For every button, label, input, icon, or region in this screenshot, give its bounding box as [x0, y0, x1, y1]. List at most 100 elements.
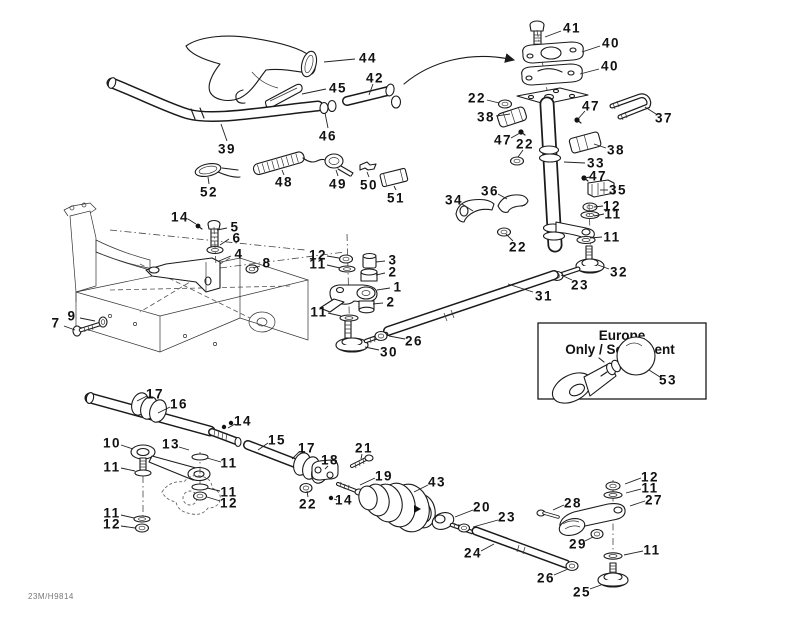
- handlebar-assembly-art: [106, 35, 409, 188]
- tie-rod-assembly-art: [84, 392, 629, 588]
- part-label-12: 12: [309, 248, 327, 263]
- leader-line-47: [584, 176, 591, 179]
- part-label-43: 43: [428, 475, 446, 490]
- part-label-14: 14: [335, 493, 353, 508]
- leader-line-4: [218, 255, 232, 262]
- part-label-40: 40: [601, 59, 619, 74]
- leader-line-27: [629, 500, 646, 507]
- part-label-34: 34: [445, 193, 463, 208]
- leader-line-26: [553, 568, 569, 576]
- part-label-11: 11: [103, 506, 120, 521]
- leader-line-23: [560, 274, 573, 281]
- leader-line-22: [486, 99, 500, 104]
- leader-line-8: [252, 265, 261, 269]
- leader-line-14: [333, 498, 338, 501]
- leader-line-33: [563, 161, 586, 164]
- leader-line-11: [120, 514, 135, 519]
- part-label-39: 39: [218, 142, 236, 157]
- europe-only-box: Europe Only / Seulement: [537, 322, 707, 404]
- leader-line-42: [368, 83, 374, 96]
- part-label-12: 12: [220, 496, 238, 511]
- leader-line-41: [544, 30, 562, 38]
- leader-line-44: [323, 58, 356, 63]
- leader-line-23: [472, 519, 499, 528]
- leader-line-24: [480, 543, 495, 552]
- leader-line-20: [454, 509, 474, 518]
- frame-art: [63, 202, 346, 353]
- part-label-51: 51: [387, 191, 405, 206]
- leader-line-32: [597, 264, 610, 270]
- leader-line-25: [589, 584, 602, 590]
- leader-line-18: [324, 465, 329, 470]
- leader-line-19: [359, 477, 376, 486]
- part-label-27: 27: [645, 493, 663, 508]
- leader-line-3: [375, 260, 386, 263]
- leader-line-46: [324, 112, 329, 129]
- leader-line-36: [497, 193, 508, 200]
- part-label-22: 22: [509, 240, 527, 255]
- part-label-49: 49: [329, 177, 347, 192]
- part-label-19: 19: [375, 469, 393, 484]
- part-label-22: 22: [516, 137, 534, 152]
- leader-line-10: [120, 444, 134, 450]
- leader-line-40: [579, 68, 600, 75]
- part-label-11: 11: [220, 456, 237, 471]
- part-label-47: 47: [494, 133, 512, 148]
- leader-line-17: [136, 395, 148, 402]
- part-label-44: 44: [359, 51, 377, 66]
- part-label-20: 20: [473, 500, 491, 515]
- leader-line-15: [257, 442, 269, 451]
- part-label-14: 14: [171, 210, 189, 225]
- pivot-stack-art: [319, 233, 389, 353]
- leader-line-22: [517, 149, 524, 158]
- leader-line-11: [593, 213, 605, 217]
- leader-line-52: [207, 176, 210, 185]
- leader-line-21: [360, 453, 363, 460]
- horn-art: [551, 336, 656, 404]
- part-label-24: 24: [464, 546, 482, 561]
- leader-line-51: [393, 185, 397, 191]
- part-label-9: 9: [67, 309, 76, 324]
- leader-line-31: [507, 283, 534, 293]
- part-label-30: 30: [380, 345, 398, 360]
- part-label-32: 32: [610, 265, 628, 280]
- part-label-47: 47: [589, 169, 607, 184]
- part-label-38: 38: [607, 143, 625, 158]
- leader-line-2: [372, 302, 384, 305]
- part-label-11: 11: [220, 485, 237, 500]
- part-label-29: 29: [569, 537, 587, 552]
- part-label-47: 47: [582, 99, 600, 114]
- leader-line-9: [79, 317, 96, 322]
- leader-line-29: [584, 536, 594, 542]
- part-label-21: 21: [355, 441, 373, 456]
- part-label-11: 11: [103, 460, 120, 475]
- leader-line-14: [227, 423, 236, 429]
- document-code: 23M/H9814: [28, 592, 74, 601]
- part-label-35: 35: [609, 183, 627, 198]
- part-label-18: 18: [321, 453, 339, 468]
- part-label-28: 28: [564, 496, 582, 511]
- part-label-11: 11: [641, 481, 658, 496]
- leader-line-30: [364, 346, 380, 351]
- part-label-53: 53: [659, 373, 677, 388]
- leader-line-34: [461, 203, 474, 212]
- leader-line-53: [648, 369, 661, 378]
- part-label-45: 45: [329, 81, 347, 96]
- leader-line-17: [291, 451, 300, 460]
- leader-line-14: [187, 218, 197, 225]
- part-label-26: 26: [405, 334, 423, 349]
- part-label-42: 42: [366, 71, 384, 86]
- leader-line-11: [625, 488, 642, 494]
- part-label-41: 41: [563, 21, 581, 36]
- part-label-12: 12: [103, 517, 121, 532]
- leader-line-22: [306, 490, 309, 498]
- leader-line-47: [510, 132, 521, 139]
- part-label-5: 5: [230, 220, 239, 235]
- leader-line-16: [157, 406, 171, 414]
- part-label-11: 11: [604, 207, 621, 222]
- part-label-11: 11: [310, 305, 327, 320]
- part-label-36: 36: [481, 184, 499, 199]
- part-label-46: 46: [319, 129, 337, 144]
